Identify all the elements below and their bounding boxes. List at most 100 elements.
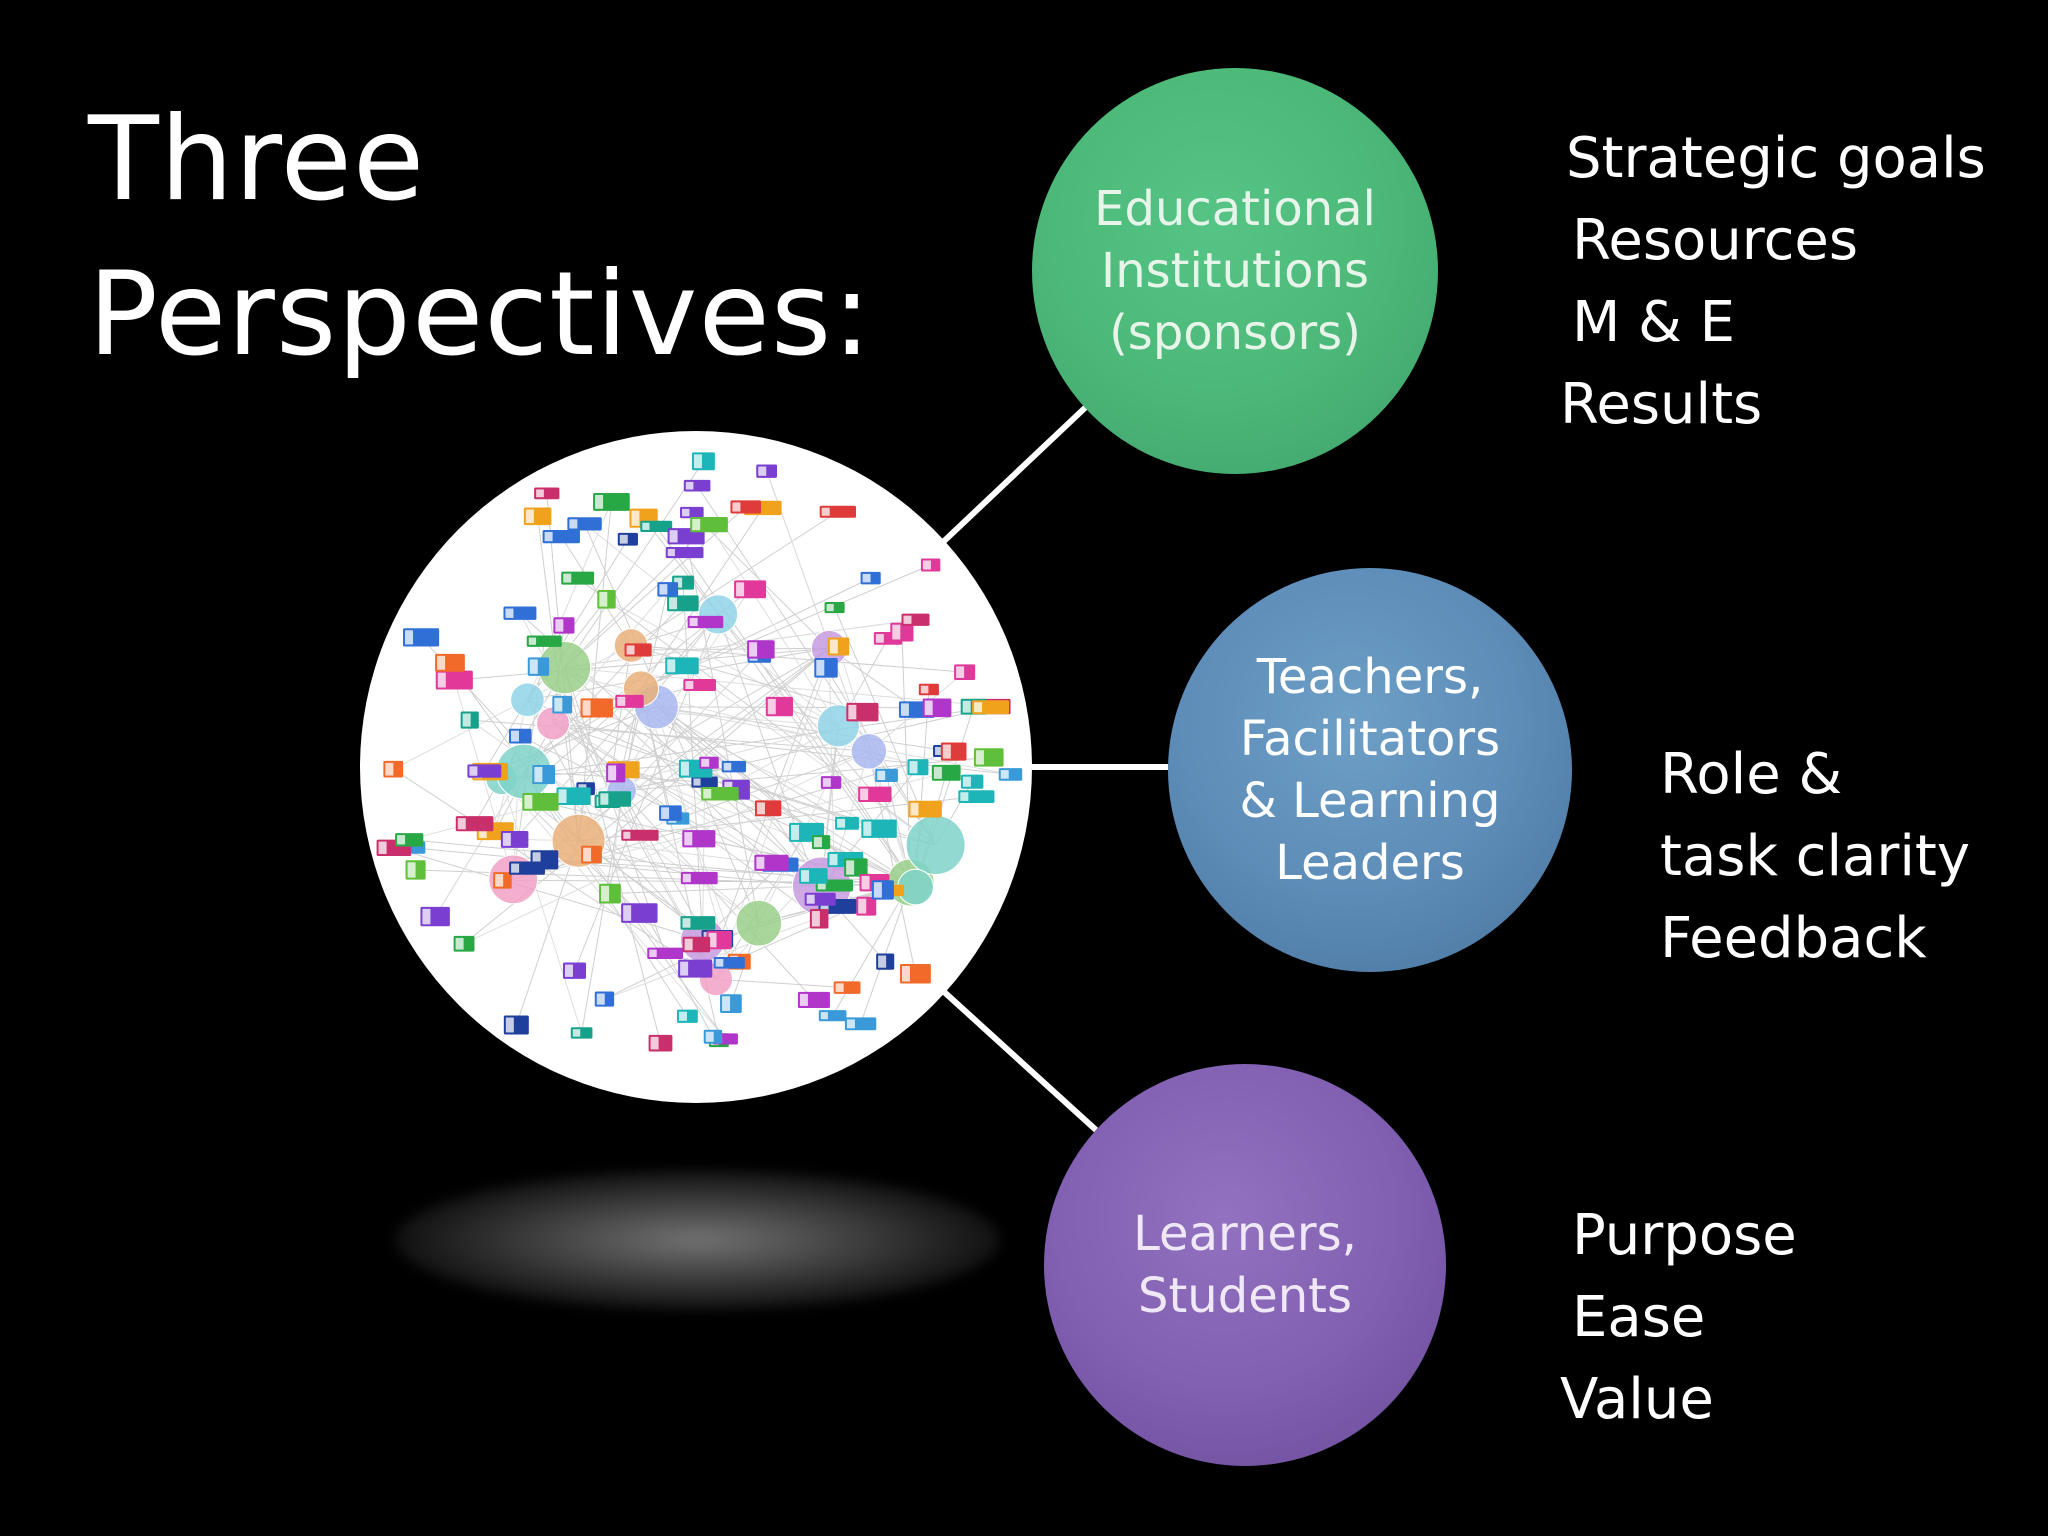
- network-node-icon: [689, 617, 698, 627]
- network-node-icon: [875, 634, 884, 643]
- network-node-icon: [848, 704, 857, 720]
- network-node-icon: [469, 766, 478, 776]
- network-node-icon: [511, 863, 520, 873]
- network-node-icon: [680, 761, 689, 776]
- network-node-icon: [756, 856, 765, 869]
- network-node-icon: [846, 860, 855, 875]
- network-edge: [515, 840, 580, 1026]
- network-edge: [581, 688, 642, 1034]
- network-hub: [735, 899, 783, 947]
- network-node-icon: [900, 703, 909, 716]
- network-node-icon: [437, 672, 446, 688]
- network-node-icon: [756, 802, 765, 815]
- network-node-icon: [669, 530, 678, 543]
- network-node-icon: [582, 700, 591, 716]
- network-edge: [621, 790, 699, 924]
- network-node-icon: [583, 847, 592, 862]
- learners-item: Ease: [1572, 1285, 1706, 1350]
- network-node-icon: [820, 901, 829, 912]
- network-node-icon: [667, 548, 675, 557]
- network-node-icon: [860, 788, 869, 801]
- network-nodes: [376, 452, 1023, 1052]
- institutions-label-line-3: (sponsors): [1109, 305, 1361, 361]
- network-node-icon: [703, 788, 712, 799]
- title-line-2: Perspectives:: [88, 247, 873, 382]
- network-node-icon: [524, 794, 533, 809]
- network-edge: [758, 711, 863, 924]
- network-node-icon: [534, 766, 543, 783]
- network-node-icon: [722, 996, 731, 1011]
- institutions-list: Strategic goals Resources M & E Results: [1560, 118, 1986, 446]
- network-hub: [850, 733, 888, 770]
- learners-item: Value: [1560, 1367, 1714, 1432]
- network-node-icon: [457, 818, 466, 830]
- network-node-icon: [680, 961, 689, 976]
- connector-to-learners: [939, 987, 1099, 1133]
- network-node-icon: [736, 582, 745, 597]
- network-node-icon: [974, 702, 983, 713]
- network-node-icon: [758, 466, 767, 476]
- institutions-item: Resources: [1572, 208, 1858, 273]
- teachers-item: Role &: [1660, 742, 1843, 807]
- network-node-icon: [922, 560, 931, 570]
- network-edge: [702, 782, 706, 940]
- network-hub: [697, 594, 739, 635]
- network-node-icon: [863, 821, 872, 836]
- network-node-icon: [892, 624, 901, 640]
- network-node-icon: [528, 637, 537, 645]
- network-node-icon: [669, 597, 678, 610]
- network-node-icon: [623, 905, 632, 921]
- network-node-icon: [536, 489, 544, 498]
- teachers-label-line-2: Facilitators: [1239, 711, 1501, 767]
- network-node-icon: [846, 1019, 855, 1029]
- network-node-icon: [960, 792, 969, 801]
- network-node-icon: [910, 802, 919, 816]
- teachers-label-line-3: & Learning: [1239, 773, 1501, 829]
- network-node-icon: [962, 776, 971, 787]
- network-edge: [621, 790, 815, 1001]
- network-node-icon: [595, 494, 604, 509]
- institutions-label-line-1: Educational: [1094, 181, 1376, 237]
- network-edge: [760, 649, 916, 888]
- network-node-icon: [667, 659, 676, 673]
- institutions-item: M & E: [1572, 290, 1735, 355]
- network-node-icon: [820, 1012, 828, 1020]
- network-node-icon: [903, 615, 912, 624]
- network-edge: [621, 766, 734, 792]
- network-node-icon: [661, 807, 670, 819]
- network-node-icon: [659, 584, 668, 595]
- network-node-icon: [873, 882, 882, 898]
- network-node-icon: [397, 835, 406, 845]
- network-node-icon: [455, 937, 464, 950]
- network-node-icon: [816, 659, 825, 676]
- network-node-icon: [505, 1017, 514, 1033]
- institutions-item: Strategic goals: [1566, 126, 1986, 191]
- network-node-icon: [715, 958, 724, 967]
- network-node-icon: [600, 793, 609, 805]
- network-node-icon: [626, 645, 635, 655]
- network-node-icon: [837, 818, 846, 828]
- network-node-icon: [767, 698, 776, 715]
- network-node-icon: [877, 770, 886, 781]
- network-node-icon: [975, 750, 984, 765]
- network-node-icon: [862, 573, 871, 583]
- network-node-icon: [525, 509, 534, 524]
- network-node-icon: [569, 519, 578, 529]
- network-edge: [526, 699, 714, 1037]
- network-edge: [552, 722, 880, 830]
- network-node-icon: [685, 481, 694, 490]
- network-edge: [615, 647, 830, 774]
- network-node-icon: [596, 993, 605, 1005]
- network-hub: [905, 814, 966, 875]
- teachers-item: task clarity: [1660, 824, 1971, 889]
- network-node-icon: [901, 966, 910, 982]
- institutions-bubble: Educational Institutions (sponsors): [1032, 68, 1438, 474]
- learners-list: Purpose Ease Value: [1560, 1195, 1797, 1441]
- network-node-icon: [935, 746, 944, 756]
- network-node-icon: [701, 758, 710, 767]
- network-node-icon: [821, 507, 830, 516]
- network-edge: [434, 771, 525, 917]
- network-node-icon: [558, 789, 567, 804]
- network-node-icon: [806, 894, 815, 904]
- network-edge: [630, 645, 863, 713]
